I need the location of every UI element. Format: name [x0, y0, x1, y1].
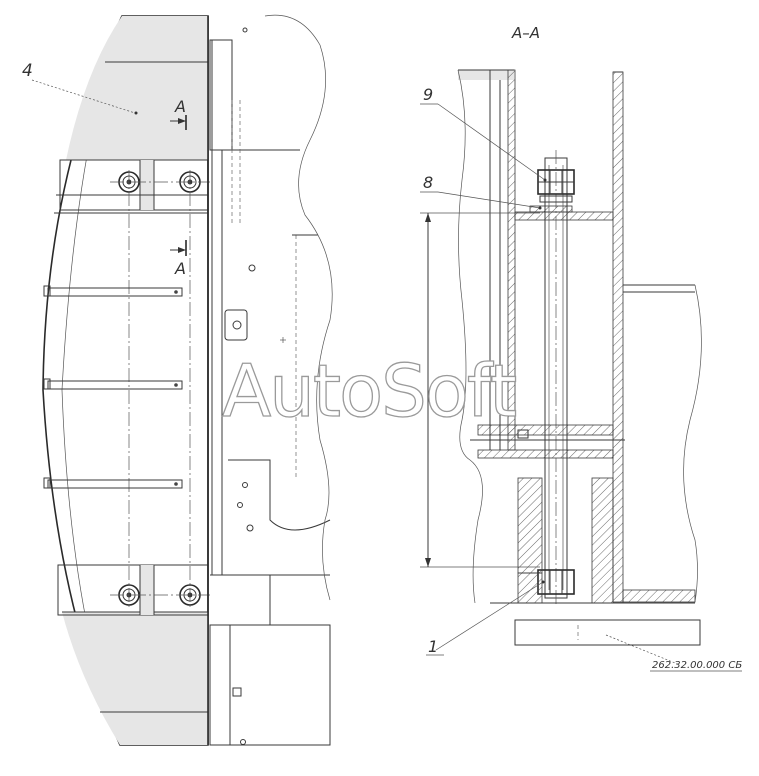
bottom-cover-block — [62, 612, 208, 745]
top-cover-block — [66, 16, 208, 160]
drawing-number: 262.32.00.000 СБ — [652, 660, 742, 671]
section-arrow-lower: А — [170, 240, 187, 278]
bottom-flange — [622, 589, 696, 603]
section-mark-lower: А — [174, 259, 186, 278]
section-arrow-upper: А — [170, 97, 187, 130]
front-view: А А 4 — [22, 14, 333, 746]
section-title: А–А — [511, 24, 540, 42]
middle-plate — [477, 424, 614, 436]
callout-9-label: 9 — [423, 85, 433, 104]
callout-8: 8 — [420, 173, 542, 210]
break-line — [264, 14, 333, 601]
strap-2 — [43, 378, 183, 390]
dimension-line — [420, 212, 540, 568]
callout-1-label: 1 — [428, 637, 438, 656]
bolt-shaft — [544, 150, 568, 605]
strap-1 — [43, 285, 183, 297]
callout-8-label: 8 — [423, 173, 433, 192]
lower-block-right — [591, 477, 614, 604]
callout-4: 4 — [22, 61, 138, 115]
callout-4-label: 4 — [22, 61, 33, 81]
watermark-text: AutoSoft — [222, 349, 516, 433]
section-view: А–А — [420, 24, 742, 672]
strap-3 — [43, 477, 183, 489]
vertical-wall-right — [612, 71, 624, 603]
callout-1: 1 — [426, 580, 545, 656]
callout-9: 9 — [420, 85, 547, 182]
lower-block-left — [517, 477, 543, 574]
drawing-number-callout: 262.32.00.000 СБ — [605, 634, 742, 672]
section-mark-upper: А — [174, 97, 186, 116]
nut-top — [537, 169, 575, 203]
